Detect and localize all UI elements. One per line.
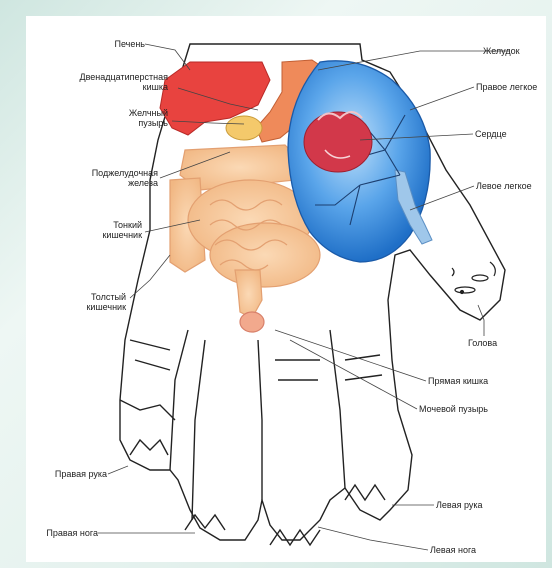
label-pancreas: Поджелудочная железа [30,168,158,188]
heart-shape [304,112,372,172]
label-right-arm: Правая рука [20,469,107,479]
label-large-intestine: Толстый кишечник [30,292,126,312]
label-heart: Сердце [475,129,507,139]
label-rectum: Прямая кишка [428,376,488,386]
label-right-leg: Правая нога [20,528,98,538]
label-left-arm: Левая рука [436,500,483,510]
label-gallbladder: Желчный пузырь [70,108,168,128]
label-small-intestine: Тонкий кишечник [40,220,142,240]
label-stomach: Желудок [483,46,520,56]
label-left-leg: Левая нога [430,545,476,555]
head-face [452,262,495,294]
label-head: Голова [468,338,497,348]
label-duodenum: Двенадцатиперстная кишка [40,72,168,92]
label-left-lung: Левое легкое [476,181,532,191]
label-liver: Печень [55,39,145,49]
label-bladder: Мочевой пузырь [419,404,488,414]
gallbladder-shape [226,116,262,140]
label-right-lung: Правое легкое [476,82,537,92]
